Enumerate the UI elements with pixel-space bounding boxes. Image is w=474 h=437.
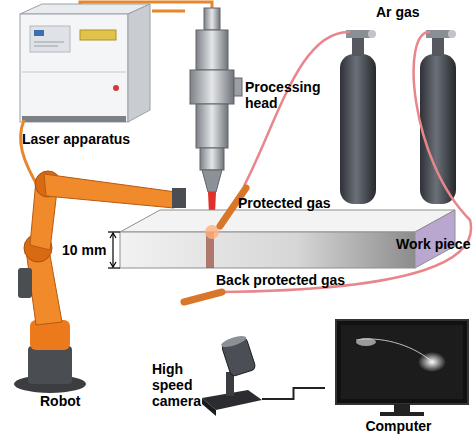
computer-monitor: [336, 320, 468, 404]
gas-cylinder: [432, 36, 444, 56]
processing-head: [196, 30, 228, 70]
connector-cable: [152, 10, 185, 13]
part-label: Work piece: [396, 236, 470, 252]
processing-head: [234, 78, 242, 96]
laser-cabinet: [22, 72, 126, 73]
processing-head: [190, 70, 234, 104]
laser-cabinet: [30, 26, 70, 52]
laser-cabinet: [22, 116, 126, 122]
camera: [220, 334, 256, 377]
part-label: Back protected gas: [216, 272, 345, 288]
processing-head: Processing head: [185, 5, 325, 205]
laser-cabinet: [34, 42, 64, 43]
gas-cylinder: [352, 36, 364, 56]
robot-arm: [44, 174, 176, 208]
fibre-cable: [80, 2, 212, 8]
processing-head: [200, 148, 224, 170]
gas-cylinder: [448, 30, 456, 38]
laser-cabinet: [34, 46, 58, 47]
laser-cabinet: [34, 30, 44, 36]
connector-cable: [262, 388, 325, 399]
processing-head: [202, 170, 222, 192]
gas-hose: [244, 32, 350, 186]
laser-apparatus: Laser apparatus: [10, 3, 152, 153]
dimension-line: [110, 233, 116, 238]
work-piece: [120, 232, 415, 268]
computer-monitor: [336, 320, 468, 416]
computer-monitor: [356, 338, 376, 346]
computer-monitor: [418, 352, 446, 372]
node-label: Ar gas: [376, 4, 456, 20]
gas-cylinder: [340, 54, 376, 204]
part-label: 10 mm: [62, 242, 106, 258]
computer-monitor: [341, 325, 463, 399]
camera: [220, 334, 247, 350]
robot-arm: [18, 268, 32, 298]
laser-cabinet: [20, 4, 150, 122]
gas-supply: Ar gas: [334, 0, 460, 205]
robot-arm: [172, 188, 186, 208]
part-label: Protected gas: [238, 195, 331, 211]
high-speed-camera: High speed camera: [150, 345, 262, 420]
computer-monitor: [380, 412, 424, 416]
dimension-line: [108, 232, 120, 268]
gas-cylinder: [368, 30, 376, 38]
node-label: Laser apparatus: [22, 131, 150, 147]
robot-arm: [28, 346, 72, 384]
camera: [202, 398, 216, 416]
computer: Computer: [325, 316, 472, 437]
dimension-line: [110, 262, 116, 267]
dimension-line: [112, 234, 113, 266]
processing-head: [196, 104, 228, 148]
dimension-line: [108, 231, 120, 232]
node-label: High speed camera: [152, 361, 214, 409]
work-piece: [120, 210, 455, 232]
laser-cabinet: [113, 85, 119, 91]
gas-cylinder: [340, 30, 456, 204]
node-label: Processing head: [245, 79, 325, 111]
processing-head: [204, 8, 220, 30]
gas-nozzle: [184, 292, 222, 302]
computer-monitor: [356, 339, 430, 360]
laser-cabinet: [20, 14, 128, 122]
laser-cabinet: [80, 30, 116, 40]
computer-monitor: [394, 404, 410, 412]
camera: [202, 334, 262, 416]
laser-cabinet: [128, 4, 150, 122]
robot-arm: [14, 171, 186, 393]
part-label: Robot: [40, 393, 80, 409]
gas-cylinder: [420, 54, 456, 204]
processing-head: [190, 8, 242, 192]
dimension-line: [108, 267, 120, 268]
node-label: Computer: [325, 418, 472, 434]
